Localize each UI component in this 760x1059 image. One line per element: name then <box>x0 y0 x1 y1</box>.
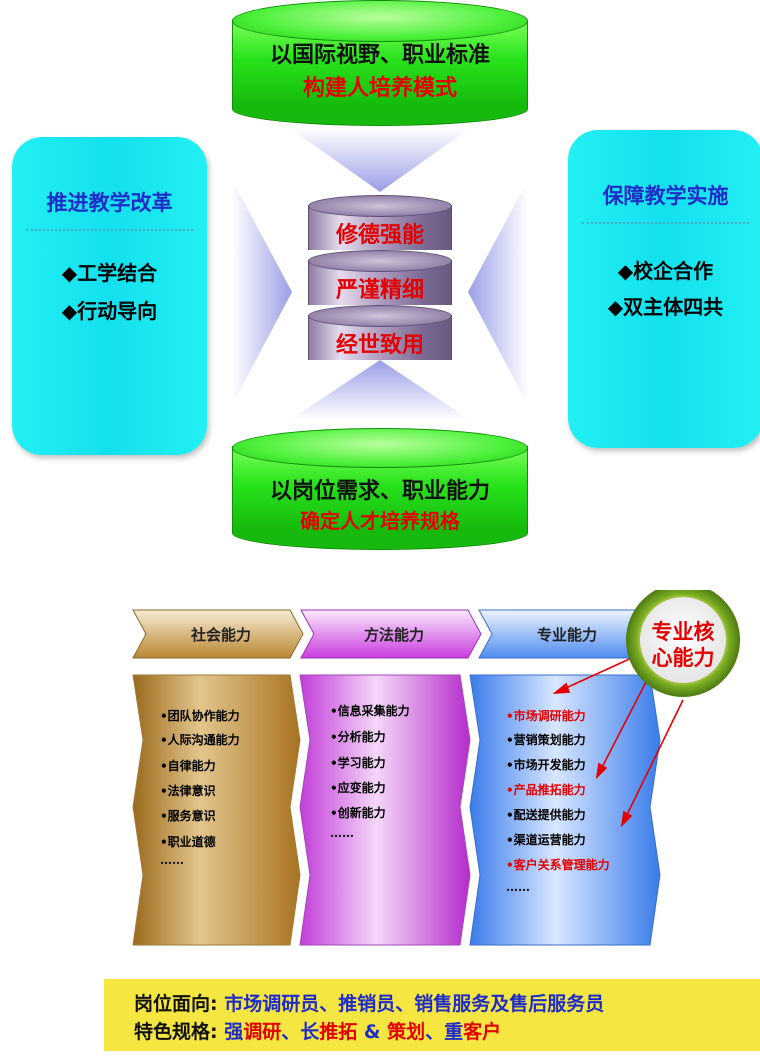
pointer-arrows <box>552 655 684 828</box>
list-item: •分析能力 <box>330 730 386 744</box>
list-item: •客户关系管理能力 <box>506 858 610 872</box>
top-cylinder: 以国际视野、职业标准 构建人培养模式 <box>232 0 528 126</box>
footer-part: 推拓 <box>319 1021 358 1043</box>
left-panel: 推进教学改革 ◆工学结合 ◆行动导向 <box>12 137 207 455</box>
list-item: •市场调研能力 <box>506 709 586 723</box>
footer-part: 客户 <box>463 1021 502 1043</box>
arrow-right-icon <box>232 180 292 405</box>
footer-line2-label: 特色规格: <box>134 1021 218 1043</box>
bottom-cylinder: 以岗位需求、职业能力 确定人才培养规格 <box>232 428 528 550</box>
core-badge-text: 专业核 心能力 <box>639 619 727 671</box>
arrow-left-icon <box>468 180 528 405</box>
ability-columns-graphic <box>132 590 740 946</box>
list-item: …… <box>506 880 530 894</box>
header-chevron-method <box>300 609 482 659</box>
footer-part: 、长 <box>281 1021 320 1043</box>
arrow-graphics <box>232 128 528 420</box>
footer-part: 、重 <box>425 1021 464 1043</box>
column-header-method: 方法能力 <box>363 626 424 644</box>
header-chevron-social <box>132 609 304 659</box>
center-disk: 修德强能 <box>308 195 452 255</box>
list-item: •渠道运营能力 <box>506 833 586 847</box>
list-item: •学习能力 <box>330 756 386 770</box>
center-disk: 经世致用 <box>308 305 452 365</box>
list-item: •信息采集能力 <box>330 704 410 718</box>
left-panel-item: ◆工学结合 <box>61 261 158 285</box>
footer-part: 调研 <box>243 1021 282 1043</box>
list-item: •自律能力 <box>160 759 216 773</box>
core-badge-line1: 专业核 <box>651 620 715 644</box>
center-stack: 经世致用 严谨精细 修德强能 <box>308 195 452 375</box>
list-item: •人际沟通能力 <box>160 733 240 747</box>
footer-part: 强 <box>224 1021 244 1043</box>
list-item: …… <box>330 826 354 840</box>
right-panel-item: ◆校企合作 <box>617 259 714 283</box>
footer-line1-label: 岗位面向: <box>134 993 218 1015</box>
column-body-social <box>132 674 301 946</box>
list-item: •创新能力 <box>330 806 386 820</box>
center-disk: 严谨精细 <box>308 250 452 310</box>
left-panel-divider <box>26 229 193 231</box>
footer-part: 策划 <box>387 1021 426 1043</box>
list-item: •应变能力 <box>330 781 386 795</box>
right-panel: 保障教学实施 ◆校企合作 ◆双主体四共 <box>568 130 760 448</box>
list-item: …… <box>160 853 184 867</box>
column-body-method <box>299 674 471 946</box>
left-panel-item: ◆行动导向 <box>61 299 158 323</box>
core-badge-line2: 心能力 <box>651 646 715 670</box>
column-body-professional <box>469 674 661 946</box>
footer-line1-value: 市场调研员、推销员、销售服务及售后服务员 <box>224 993 605 1015</box>
list-item: •产品推拓能力 <box>506 783 586 797</box>
top-cylinder-line2: 构建人培养模式 <box>302 76 457 101</box>
bottom-cylinder-line2: 确定人才培养规格 <box>300 509 460 533</box>
bottom-cylinder-line1: 以岗位需求、职业能力 <box>269 479 490 504</box>
footer-banner: 岗位面向: 市场调研员、推销员、销售服务及售后服务员 特色规格: 强调研、长推拓… <box>104 979 760 1051</box>
list-item: •服务意识 <box>160 809 216 823</box>
center-disk-label: 经世致用 <box>335 333 424 358</box>
center-disk-label: 严谨精细 <box>335 278 424 303</box>
list-item: •职业道德 <box>160 835 216 849</box>
core-badge-inner <box>638 595 728 685</box>
top-cylinder-line1: 以国际视野、职业标准 <box>269 43 490 68</box>
right-panel-title: 保障教学实施 <box>602 184 729 208</box>
right-panel-item: ◆双主体四共 <box>607 295 724 319</box>
column-header-professional: 专业能力 <box>536 626 597 644</box>
left-panel-title: 推进教学改革 <box>46 191 173 215</box>
arrow-down-icon <box>290 128 470 192</box>
arrow-up-icon <box>290 360 470 420</box>
footer-line-1: 岗位面向: 市场调研员、推销员、销售服务及售后服务员 <box>134 989 604 1016</box>
list-item: •法律意识 <box>160 784 216 798</box>
right-panel-divider <box>582 222 749 224</box>
footer-line-2: 特色规格: 强调研、长推拓 & 策划、重客户 <box>134 1017 501 1044</box>
footer-part: & <box>357 1021 388 1043</box>
center-disk-label: 修德强能 <box>335 223 424 248</box>
list-item: •配送提供能力 <box>506 808 586 822</box>
list-item: •团队协作能力 <box>160 709 240 723</box>
column-header-social: 社会能力 <box>190 626 251 644</box>
list-item: •市场开发能力 <box>506 758 586 772</box>
list-item: •营销策划能力 <box>506 733 586 747</box>
